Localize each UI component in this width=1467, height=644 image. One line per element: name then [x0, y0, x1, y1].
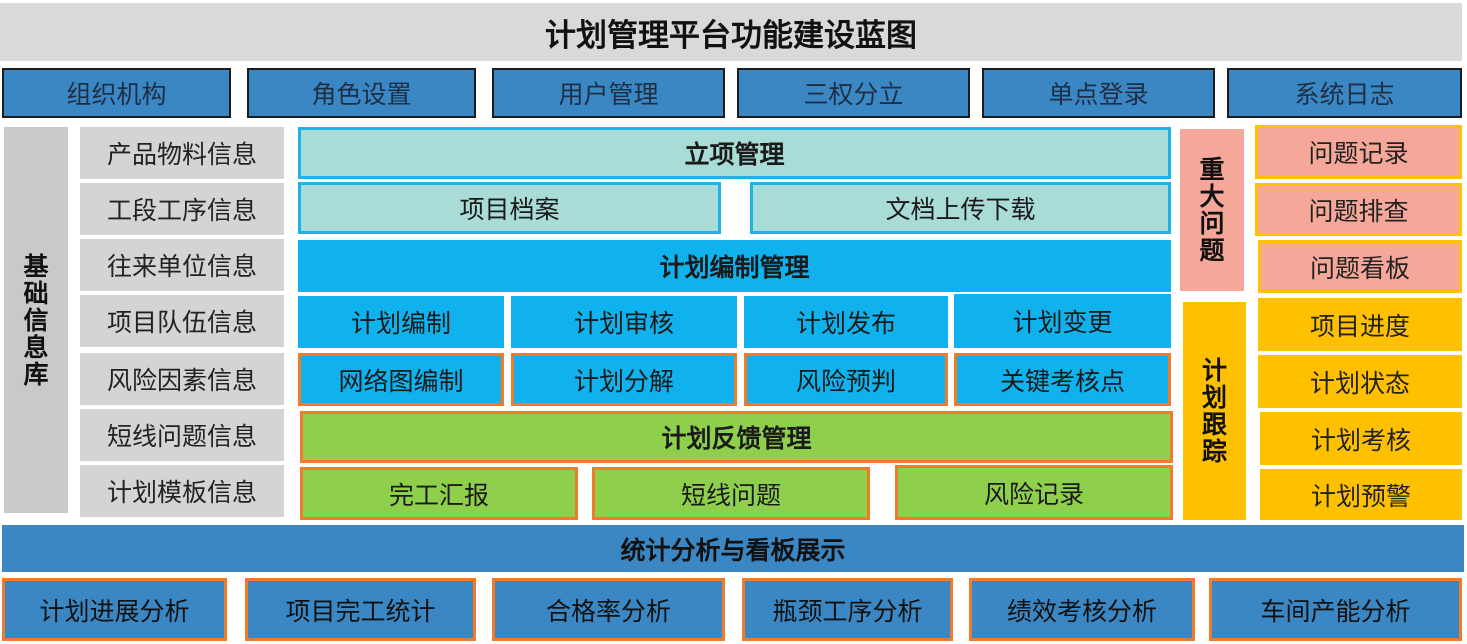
base-library-title-char: 基: [23, 251, 49, 281]
completion-report-item[interactable]: 完工汇报: [300, 467, 578, 520]
plan-assess-item[interactable]: 计划考核: [1260, 412, 1462, 465]
plan-breakdown-item[interactable]: 计划分解: [511, 353, 737, 406]
plan-track-title: 计 划 跟 踪: [1183, 302, 1246, 520]
statistics-title[interactable]: 统计分析与看板展示: [2, 525, 1464, 572]
major-issue-title-char: 题: [1199, 236, 1225, 265]
base-item-material[interactable]: 产品物料信息: [80, 127, 284, 179]
project-setup-title[interactable]: 立项管理: [298, 127, 1171, 179]
base-item-partner[interactable]: 往来单位信息: [80, 239, 284, 291]
base-library-title-char: 库: [23, 359, 49, 389]
network-diagram-item[interactable]: 网络图编制: [298, 353, 504, 406]
base-library-title-char: 信: [23, 305, 49, 335]
major-issue-title-char: 问: [1199, 209, 1225, 238]
stat-performance-analysis[interactable]: 绩效考核分析: [969, 578, 1195, 641]
issue-board-item[interactable]: 问题看板: [1258, 240, 1462, 293]
key-checkpoint-item[interactable]: 关键考核点: [954, 353, 1171, 406]
plan-publish-item[interactable]: 计划发布: [744, 296, 948, 348]
stat-yield-analysis[interactable]: 合格率分析: [492, 578, 725, 641]
base-library-title-char: 息: [23, 332, 49, 362]
stat-bottleneck-analysis[interactable]: 瓶颈工序分析: [742, 578, 953, 641]
plan-track-title-char: 划: [1201, 383, 1227, 412]
major-issue-title-char: 重: [1199, 155, 1225, 184]
system-item-org[interactable]: 组织机构: [2, 68, 231, 118]
plan-compile-title[interactable]: 计划编制管理: [298, 240, 1171, 292]
plan-status-item[interactable]: 计划状态: [1258, 355, 1462, 408]
short-issue-item[interactable]: 短线问题: [592, 467, 870, 520]
base-library-title: 基 础 信 息 库: [4, 127, 68, 513]
issue-investigate-item[interactable]: 问题排查: [1255, 183, 1462, 236]
plan-review-item[interactable]: 计划审核: [511, 296, 737, 348]
base-item-template[interactable]: 计划模板信息: [80, 465, 284, 517]
project-archive[interactable]: 项目档案: [298, 182, 721, 234]
system-item-separation[interactable]: 三权分立: [737, 68, 970, 118]
base-item-risk[interactable]: 风险因素信息: [80, 353, 284, 405]
base-library-title-char: 础: [23, 278, 49, 308]
issue-record-item[interactable]: 问题记录: [1255, 125, 1462, 179]
page-title: 计划管理平台功能建设蓝图: [0, 3, 1462, 61]
plan-track-title-char: 计: [1201, 356, 1227, 385]
plan-track-title-char: 踪: [1201, 437, 1227, 466]
risk-record-item[interactable]: 风险记录: [895, 465, 1173, 520]
system-item-roles[interactable]: 角色设置: [247, 68, 476, 118]
document-transfer[interactable]: 文档上传下载: [750, 182, 1171, 234]
plan-change-item[interactable]: 计划变更: [954, 294, 1171, 348]
system-item-users[interactable]: 用户管理: [492, 68, 725, 118]
project-progress-item[interactable]: 项目进度: [1258, 298, 1462, 351]
stat-progress-analysis[interactable]: 计划进展分析: [2, 578, 227, 641]
system-item-sso[interactable]: 单点登录: [982, 68, 1215, 118]
plan-compile-item[interactable]: 计划编制: [298, 296, 504, 348]
stat-capacity-analysis[interactable]: 车间产能分析: [1209, 578, 1462, 641]
risk-forecast-item[interactable]: 风险预判: [744, 353, 948, 406]
major-issue-title-char: 大: [1199, 182, 1225, 211]
feedback-title[interactable]: 计划反馈管理: [300, 411, 1173, 463]
plan-warning-item[interactable]: 计划预警: [1260, 469, 1462, 520]
base-item-team[interactable]: 项目队伍信息: [80, 295, 284, 347]
major-issue-title: 重 大 问 题: [1180, 129, 1244, 291]
base-item-process[interactable]: 工段工序信息: [80, 183, 284, 235]
base-item-issue[interactable]: 短线问题信息: [80, 409, 284, 461]
system-item-log[interactable]: 系统日志: [1227, 68, 1462, 118]
stat-completion-statistics[interactable]: 项目完工统计: [245, 578, 476, 641]
plan-track-title-char: 跟: [1201, 410, 1227, 439]
